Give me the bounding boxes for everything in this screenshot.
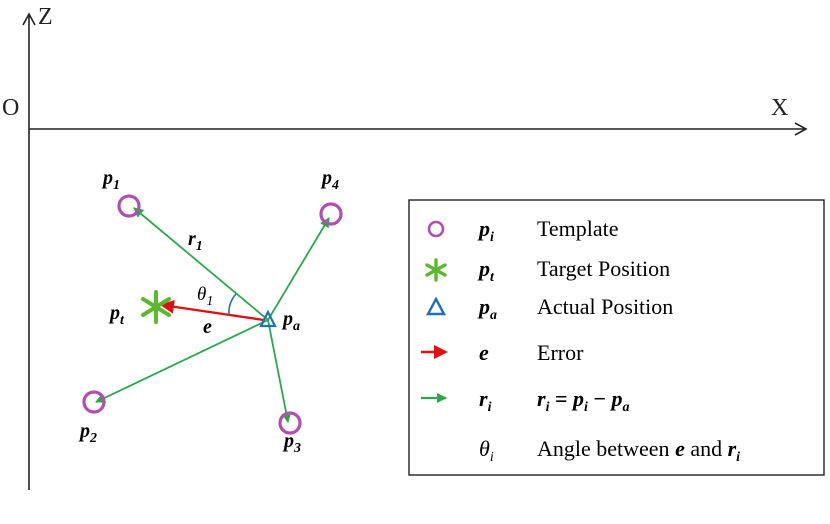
- template-circle-p1: [117, 194, 141, 218]
- legend-symbol-pa: pa: [477, 294, 497, 323]
- actual-triangle-icon: [259, 309, 277, 328]
- z-axis-label: Z: [38, 4, 53, 30]
- template-circle-p2: [82, 390, 106, 414]
- legend-triangle-icon: [426, 296, 446, 316]
- legend-text-template: Template: [537, 216, 619, 241]
- legend-symbol-pi: pi: [477, 216, 494, 245]
- template-circle-p4: [319, 202, 343, 226]
- label-p1: p1: [101, 167, 120, 193]
- x-axis-label: X: [771, 95, 788, 121]
- legend-text-angle: Angle between e and ri: [537, 436, 740, 465]
- label-p4: p4: [320, 167, 339, 193]
- legend-symbol-ri: ri: [479, 386, 492, 415]
- legend-text-error: Error: [537, 340, 584, 365]
- theta1-arc: [228, 293, 237, 316]
- label-p3: p3: [282, 430, 301, 456]
- legend-text-actual: Actual Position: [537, 294, 673, 319]
- label-p2: p2: [78, 420, 97, 446]
- label-e: e: [203, 316, 212, 338]
- label-pt: pt: [108, 302, 125, 328]
- vector-r2: [95, 319, 269, 403]
- vector-r3: [267, 319, 292, 423]
- template-circle-p3: [278, 411, 302, 435]
- legend-text-target: Target Position: [537, 256, 670, 281]
- legend-symbol-pt: pt: [477, 256, 495, 285]
- legend-circle-icon: [427, 220, 445, 238]
- legend-box: [408, 199, 825, 476]
- legend-symbol-theta: θi: [479, 436, 494, 465]
- origin-label: O: [2, 95, 19, 121]
- label-r1: r1: [188, 228, 203, 254]
- label-theta1: θ1: [197, 284, 213, 309]
- target-asterisk-icon: [141, 290, 171, 324]
- label-pa: pa: [281, 308, 300, 334]
- legend-asterisk-icon: [425, 258, 447, 282]
- legend-formula: ri = pi − pa: [537, 386, 629, 415]
- legend-symbol-e: e: [479, 340, 489, 365]
- legend: pi Template pt Target Position pa Actual…: [408, 199, 825, 476]
- error-vector: [160, 299, 265, 322]
- vector-r4: [267, 217, 330, 321]
- vector-r1: [133, 207, 269, 321]
